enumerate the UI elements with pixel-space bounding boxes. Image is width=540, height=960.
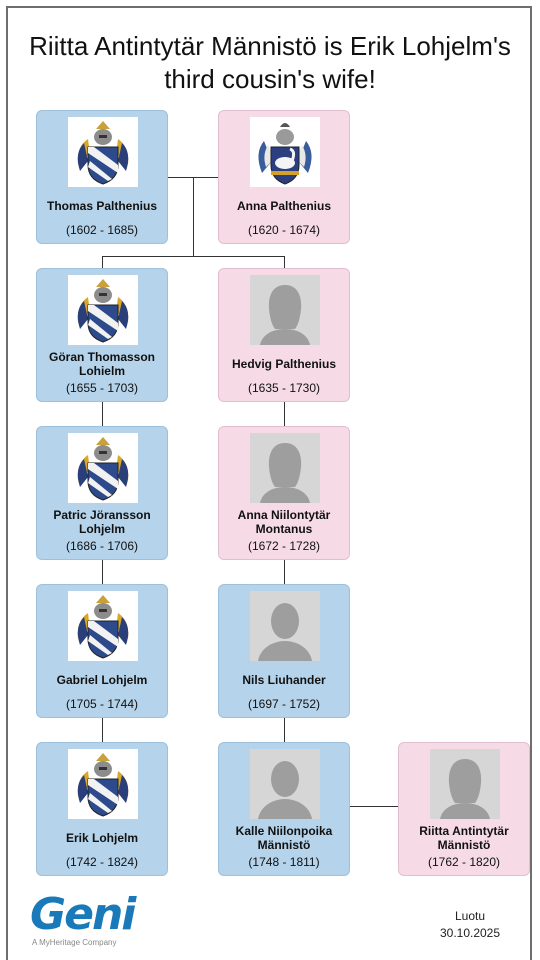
person-name: Anna Palthenius bbox=[236, 199, 331, 213]
person-years: (1705 - 1744) bbox=[65, 697, 139, 711]
coat-of-arms-icon bbox=[68, 749, 138, 819]
female-silhouette-icon bbox=[250, 275, 320, 345]
person-years: (1602 - 1685) bbox=[65, 223, 139, 237]
person-years: (1672 - 1728) bbox=[247, 539, 321, 553]
person-years: (1686 - 1706) bbox=[65, 539, 139, 553]
person-name: Riitta Antintytär Männistö bbox=[419, 824, 509, 852]
male-silhouette-icon bbox=[250, 749, 320, 819]
created-date: 30.10.2025 bbox=[439, 926, 501, 940]
connector bbox=[102, 256, 103, 268]
connector bbox=[284, 401, 285, 427]
diagram-frame bbox=[6, 6, 532, 960]
connector bbox=[102, 717, 103, 743]
created-label: Luotu bbox=[454, 909, 486, 923]
person-card-riitta-antintytar-mannisto[interactable]: Riitta Antintytär Männistö (1762 - 1820) bbox=[398, 742, 530, 876]
person-years: (1697 - 1752) bbox=[247, 697, 321, 711]
person-name: Göran Thomasson Lohielm bbox=[48, 350, 155, 378]
coat-of-arms-icon bbox=[68, 275, 138, 345]
person-years: (1620 - 1674) bbox=[247, 223, 321, 237]
connector bbox=[350, 806, 398, 807]
person-name: Thomas Palthenius bbox=[46, 199, 158, 213]
person-years: (1655 - 1703) bbox=[65, 381, 139, 395]
person-card-gabriel-lohjelm[interactable]: Gabriel Lohjelm (1705 - 1744) bbox=[36, 584, 168, 718]
relationship-title: Riitta Antintytär Männistö is Erik Lohje… bbox=[29, 31, 511, 94]
connector bbox=[284, 559, 285, 585]
person-card-patric-joransson-lohjelm[interactable]: Patric Jöransson Lohjelm (1686 - 1706) bbox=[36, 426, 168, 560]
female-silhouette-icon bbox=[250, 433, 320, 503]
logo-tagline: A MyHeritage Company bbox=[32, 938, 117, 947]
person-name: Erik Lohjelm bbox=[65, 831, 139, 845]
person-years: (1748 - 1811) bbox=[248, 855, 320, 869]
person-years: (1635 - 1730) bbox=[247, 381, 321, 395]
created-info: Luotu 30.10.2025 bbox=[420, 908, 520, 942]
person-card-nils-liuhander[interactable]: Nils Liuhander (1697 - 1752) bbox=[218, 584, 350, 718]
person-card-thomas-palthenius[interactable]: Thomas Palthenius (1602 - 1685) bbox=[36, 110, 168, 244]
coat-of-arms-icon bbox=[68, 117, 138, 187]
person-card-anna-niilontytar-montanus[interactable]: Anna Niilontytär Montanus (1672 - 1728) bbox=[218, 426, 350, 560]
connector bbox=[102, 559, 103, 585]
coat-of-arms-icon bbox=[68, 433, 138, 503]
connector bbox=[284, 256, 285, 268]
person-name: Kalle Niilonpoika Männistö bbox=[235, 824, 333, 852]
logo-wordmark: Geni bbox=[30, 889, 136, 940]
person-name: Gabriel Lohjelm bbox=[56, 673, 148, 687]
connector bbox=[102, 401, 103, 427]
coat-of-arms-swan-icon bbox=[250, 117, 320, 187]
person-card-hedvig-palthenius[interactable]: Hedvig Palthenius (1635 - 1730) bbox=[218, 268, 350, 402]
person-name: Hedvig Palthenius bbox=[231, 357, 337, 371]
connector bbox=[102, 256, 284, 257]
person-card-erik-lohjelm[interactable]: Erik Lohjelm (1742 - 1824) bbox=[36, 742, 168, 876]
person-name: Anna Niilontytär Montanus bbox=[237, 508, 331, 536]
geni-logo[interactable]: Geni A MyHeritage Company bbox=[30, 893, 160, 949]
person-name: Patric Jöransson Lohjelm bbox=[53, 508, 151, 536]
male-silhouette-icon bbox=[250, 591, 320, 661]
person-card-kalle-niilonpoika-mannisto[interactable]: Kalle Niilonpoika Männistö (1748 - 1811) bbox=[218, 742, 350, 876]
person-card-goran-thomasson-lohielm[interactable]: Göran Thomasson Lohielm (1655 - 1703) bbox=[36, 268, 168, 402]
person-years: (1742 - 1824) bbox=[65, 855, 139, 869]
person-card-anna-palthenius[interactable]: Anna Palthenius (1620 - 1674) bbox=[218, 110, 350, 244]
connector bbox=[284, 717, 285, 743]
person-years: (1762 - 1820) bbox=[427, 855, 501, 869]
person-name: Nils Liuhander bbox=[242, 673, 326, 687]
female-silhouette-icon bbox=[430, 749, 500, 819]
coat-of-arms-icon bbox=[68, 591, 138, 661]
connector bbox=[193, 177, 194, 256]
